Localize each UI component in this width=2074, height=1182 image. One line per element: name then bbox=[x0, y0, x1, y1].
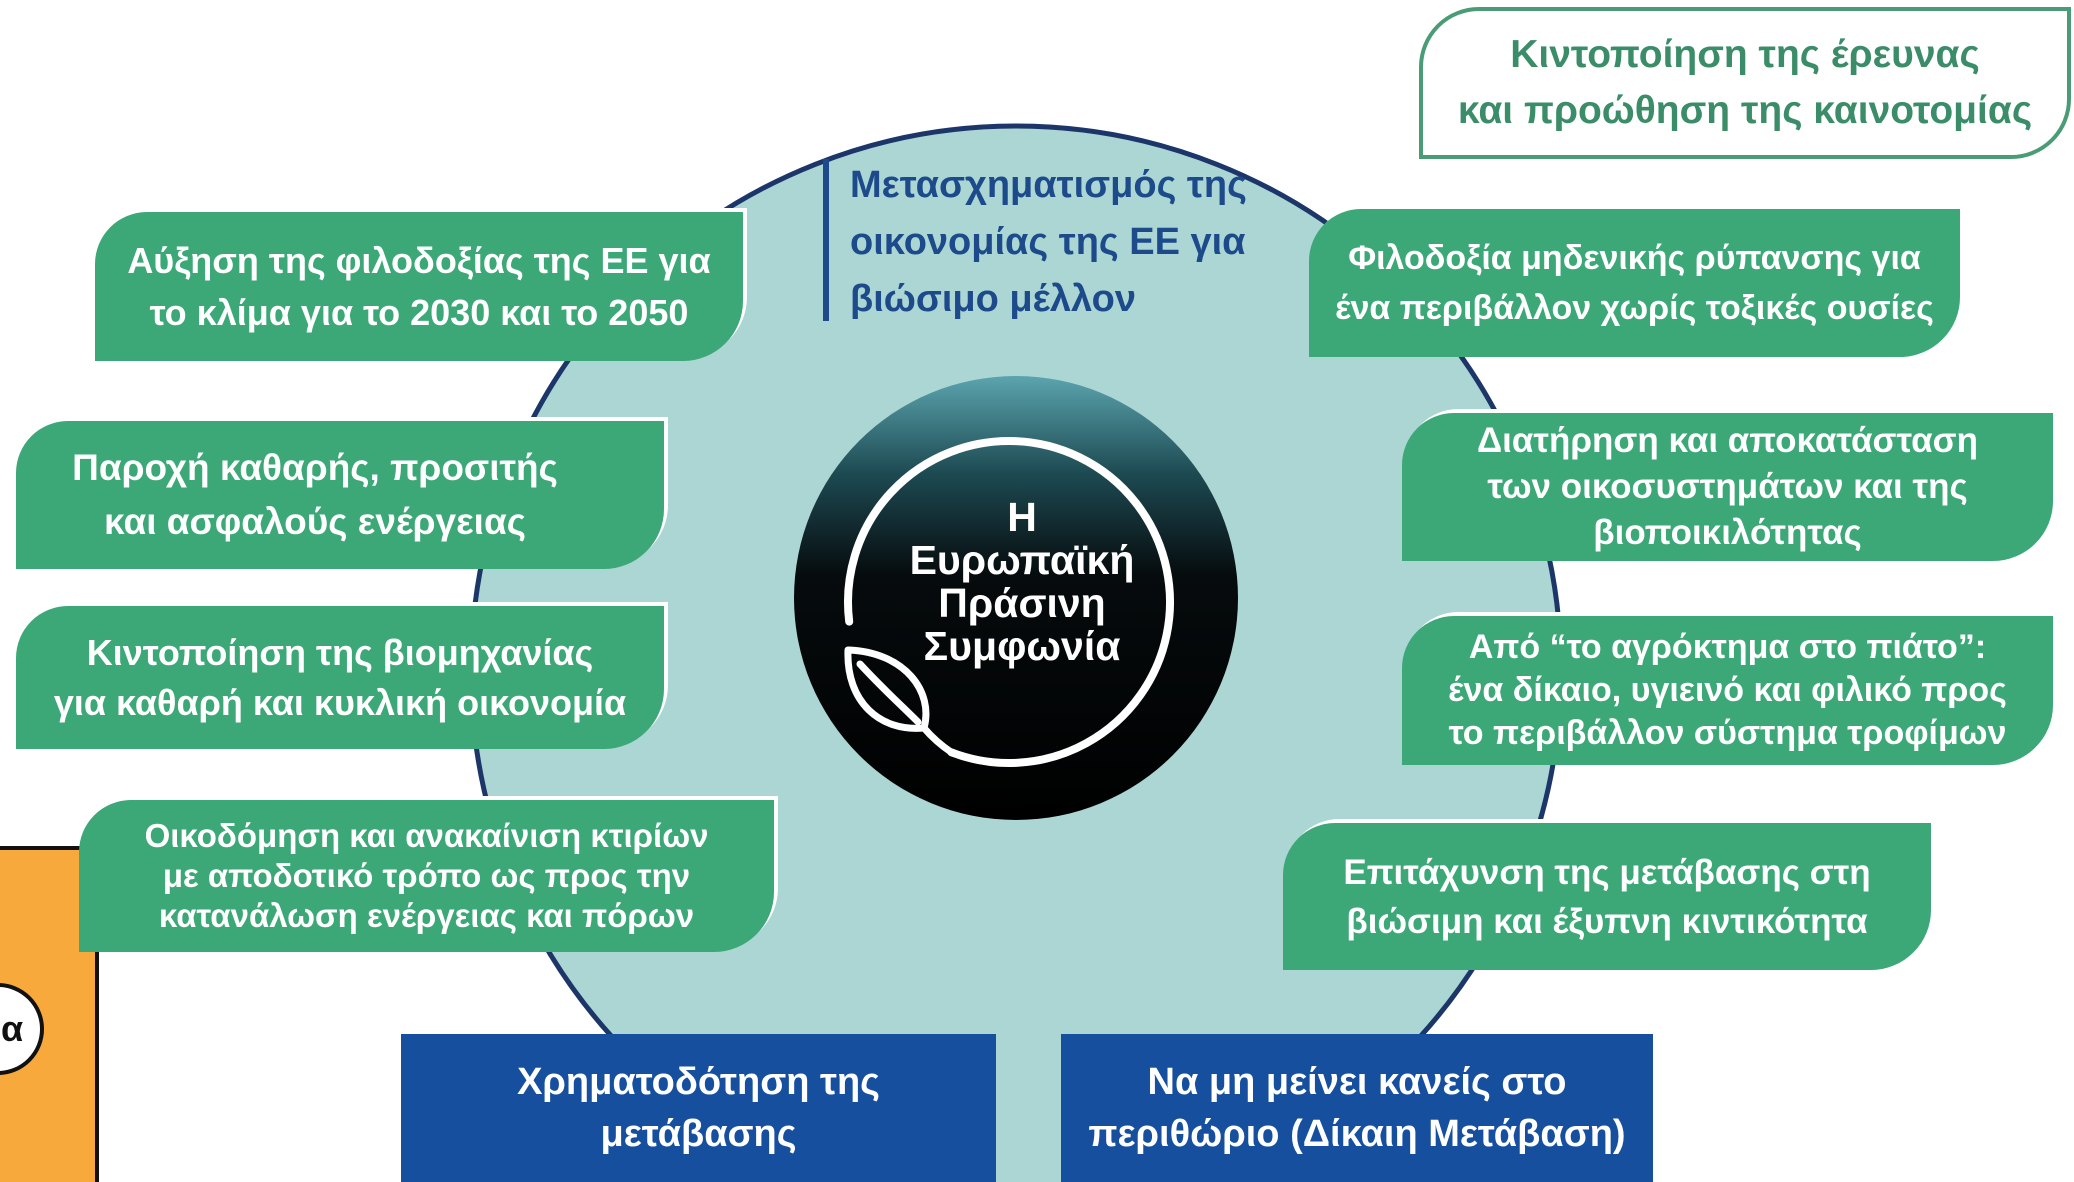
leaf-icon bbox=[844, 646, 955, 756]
box-line: και προώθηση της καινοτομίας bbox=[1457, 89, 2033, 132]
box-line: και ασφαλούς ενέργειας bbox=[104, 501, 526, 542]
heading-line: οικονομίας της ΕΕ για bbox=[850, 221, 1246, 263]
box-line: των οικοσυστημάτων και της bbox=[1487, 467, 1968, 506]
badge-ring bbox=[844, 436, 1174, 767]
box-line: Διατήρηση και αποκατάσταση bbox=[1477, 421, 1978, 460]
box-line: Κιντοποίηση της βιομηχανίας bbox=[86, 631, 594, 673]
just-transition-box: Να μη μείνει κανείς στο περιθώριο (Δίκαι… bbox=[1061, 1034, 1653, 1182]
box-line: ένα περιβάλλον χωρίς τοξικές ουσίες bbox=[1335, 289, 1934, 327]
box-line: περιθώριο (Δίκαιη Μετάβαση) bbox=[1088, 1113, 1626, 1155]
side-panel-circle-wrap: α bbox=[0, 981, 52, 1077]
box-line: Χρηματοδότηση της bbox=[517, 1061, 880, 1103]
page-heading: Μετασχηματισμός της οικονομίας της ΕΕ γι… bbox=[850, 157, 1247, 328]
industry-box: Κιντοποίηση της βιομηχανίας για καθαρή κ… bbox=[16, 606, 664, 749]
box-line: ένα δίκαιο, υγιεινό και φιλικό προς bbox=[1448, 671, 2007, 709]
box-line: κατανάλωση ενέργειας και πόρων bbox=[158, 897, 695, 934]
zero-pollution-box: Φιλοδοξία μηδενικής ρύπανσης για ένα περ… bbox=[1309, 209, 1960, 357]
center-title-line: Συμφωνία bbox=[923, 623, 1121, 669]
side-panel-circle-text: α bbox=[1, 1008, 24, 1049]
box-line: με αποδοτικό τρόπο ως προς την bbox=[162, 857, 691, 894]
financing-box: Χρηματοδότηση της μετάβασης bbox=[401, 1034, 996, 1182]
box-line: Από “το αγρόκτημα στο πιάτο”: bbox=[1468, 628, 1987, 666]
climate-ambition-box: Αύξηση της φιλοδοξίας της ΕΕ για το κλίμ… bbox=[95, 212, 743, 361]
biodiversity-box: Διατήρηση και αποκατάσταση των οικοσυστη… bbox=[1402, 413, 2053, 561]
box-line: βιώσιμη και έξυπνη κιντικότητα bbox=[1346, 901, 1868, 941]
farm-to-fork-box: Από “το αγρόκτημα στο πιάτο”: ένα δίκαιο… bbox=[1402, 616, 2053, 765]
box-line: Επιτάχυνση της μετάβασης στη bbox=[1343, 852, 1871, 892]
box-line: Οικοδόμηση και ανακαίνιση κτιρίων bbox=[144, 817, 709, 854]
box-line: Αύξηση της φιλοδοξίας της ΕΕ για bbox=[127, 239, 711, 281]
box-line: για καθαρή και κυκλική οικονομία bbox=[53, 681, 627, 723]
heading-bar bbox=[823, 159, 829, 321]
box-line: το κλίμα για το 2030 και το 2050 bbox=[149, 291, 689, 333]
buildings-box: Οικοδόμηση και ανακαίνιση κτιρίων με απο… bbox=[79, 800, 774, 952]
box-line: Φιλοδοξία μηδενικής ρύπανσης για bbox=[1348, 239, 1921, 277]
box-line: βιοποικιλότητας bbox=[1593, 513, 1862, 552]
box-line: Παροχή καθαρής, προσιτής bbox=[72, 447, 558, 488]
box-line: το περιβάλλον σύστημα τροφίμων bbox=[1448, 714, 2007, 752]
box-line: Να μη μείνει κανείς στο bbox=[1147, 1061, 1567, 1103]
center-title-line: Ευρωπαϊκή bbox=[909, 537, 1135, 583]
research-innovation-box: Κιντοποίηση της έρευνας και προώθηση της… bbox=[1419, 7, 2071, 159]
heading-line: βιώσιμο μέλλον bbox=[850, 278, 1136, 320]
box-line: μετάβασης bbox=[600, 1113, 797, 1155]
mobility-box: Επιτάχυνση της μετάβασης στη βιώσιμη και… bbox=[1283, 823, 1931, 970]
heading-line: Μετασχηματισμός της bbox=[850, 164, 1247, 206]
clean-energy-box: Παροχή καθαρής, προσιτής και ασφαλούς εν… bbox=[16, 421, 664, 569]
center-title-line: Πράσινη bbox=[938, 580, 1106, 626]
center-title-line: Η bbox=[1007, 494, 1037, 540]
box-line: Κιντοποίηση της έρευνας bbox=[1510, 33, 1980, 76]
center-title: Η Ευρωπαϊκή Πράσινη Συμφωνία bbox=[892, 496, 1152, 668]
